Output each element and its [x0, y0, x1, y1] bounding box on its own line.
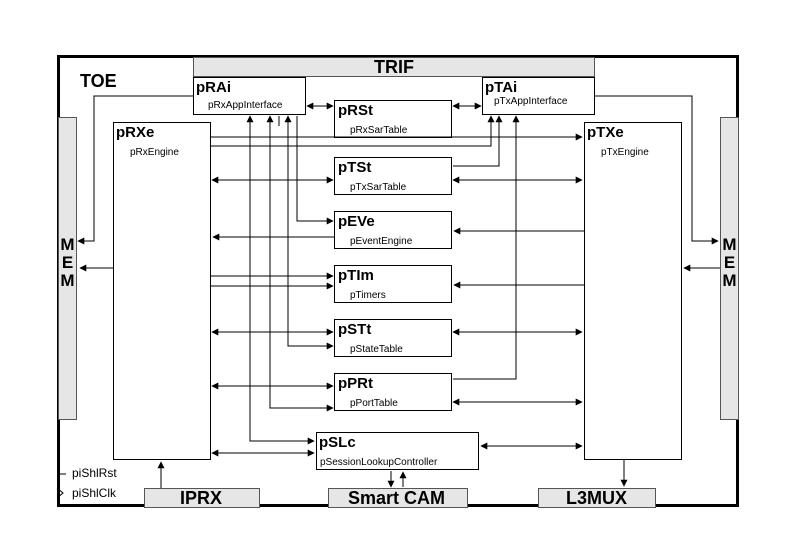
pprt-name: pPRt [338, 375, 373, 392]
l3mux-bar [538, 488, 656, 508]
pin-rst-label: piShlRst [72, 466, 117, 480]
ptxe-name: pTXe [587, 124, 624, 141]
pslc-name: pSLc [319, 434, 356, 451]
ptxe-desc: pTxEngine [601, 147, 649, 158]
prxe-name: pRXe [116, 124, 155, 141]
wire-prai-mem [77, 95, 193, 245]
ptai-desc: pTxAppInterface [494, 96, 568, 107]
l3mux-label: L3MUX [566, 488, 628, 508]
ptst-desc: pTxSarTable [350, 182, 407, 193]
pstt-desc: pStateTable [350, 344, 403, 355]
ptim-block [334, 265, 452, 303]
mem-right-letter: M [722, 271, 737, 290]
wire-ptai-mem [595, 95, 719, 245]
toe-title: TOE [80, 71, 117, 91]
prai-desc: pRxAppInterface [208, 100, 283, 111]
pstt-block [334, 319, 452, 357]
iprx-label: IPRX [180, 488, 223, 508]
wire-ptai-pprt [453, 115, 520, 380]
wire-ptai-ptst [453, 115, 503, 167]
wire-prai-pstt [284, 115, 334, 350]
peve-desc: pEventEngine [350, 236, 413, 247]
trif-label: TRIF [374, 57, 414, 77]
peve-block [334, 211, 452, 249]
pslc-block [316, 432, 479, 470]
pin-clk-label: piShlClk [72, 486, 117, 500]
mem-left-letter: M [60, 271, 75, 290]
mem-left-letter: E [61, 253, 74, 272]
prxe-block [113, 122, 211, 460]
pprt-desc: pPortTable [350, 398, 398, 409]
mem-right-letter: E [723, 253, 736, 272]
mem-left-bar: M E M [58, 117, 77, 420]
ptai-block [482, 77, 595, 115]
wire-prai-pslc [246, 115, 315, 445]
ptxe-block [584, 122, 682, 460]
wire-prai-peve [296, 116, 334, 225]
mem-right-bar: M E M [720, 117, 739, 420]
wire-prxe-ptai-1 [211, 115, 495, 147]
mem-right-letter: M [722, 235, 737, 254]
prxe-desc: pRxEngine [130, 147, 179, 158]
wire-prai-pprt [266, 115, 334, 412]
iprx-bar [144, 488, 260, 508]
prai-block [193, 77, 306, 115]
pin-clk-wire [56, 487, 64, 499]
ptst-block [334, 157, 452, 195]
prst-desc: pRxSarTable [350, 125, 408, 136]
smart-cam-bar [328, 488, 468, 508]
pprt-block [334, 373, 452, 411]
pslc-desc: pSessionLookupController [320, 457, 438, 468]
ptai-name: pTAi [485, 79, 518, 96]
pstt-name: pSTt [338, 321, 372, 338]
mem-left-letter: M [60, 235, 75, 254]
trif-bar [193, 57, 595, 77]
prai-name: pRAi [196, 79, 231, 96]
ptim-desc: pTimers [350, 290, 386, 301]
prst-name: pRSt [338, 102, 373, 119]
smart-cam-label: Smart CAM [348, 488, 446, 508]
peve-name: pEVe [338, 213, 375, 230]
ptst-name: pTSt [338, 159, 372, 176]
ptim-name: pTIm [338, 267, 374, 284]
